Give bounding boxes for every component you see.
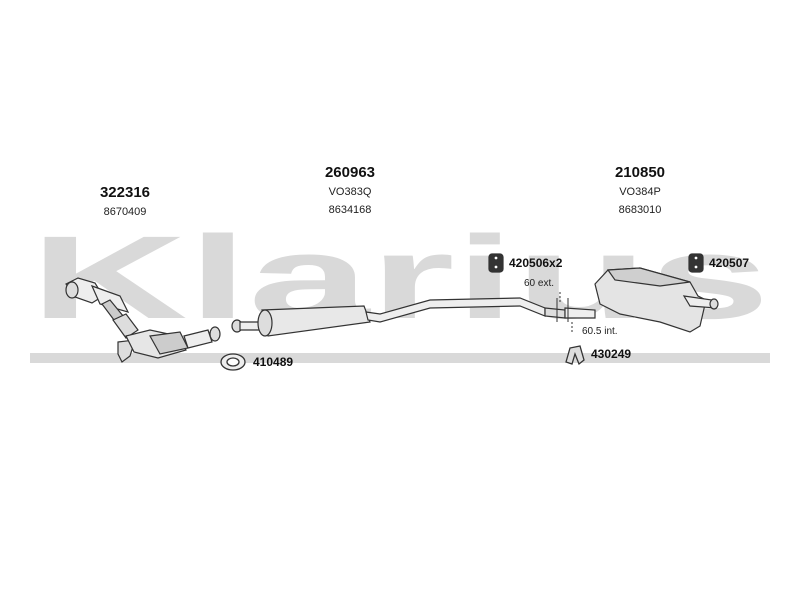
part-number-label: 210850 <box>614 164 666 181</box>
middle-silencer <box>231 297 566 337</box>
accessory-label: 430249 <box>591 347 632 361</box>
rubber-hanger-icon <box>688 253 704 273</box>
rear-silencer <box>564 267 719 333</box>
oe-code-label: VO384P <box>619 186 661 198</box>
oe-code-label: 8670409 <box>103 206 147 218</box>
accessory-label: 420506x2 <box>509 256 563 270</box>
gasket-icon <box>220 353 246 371</box>
oe-code-label: VO383Q <box>328 186 372 198</box>
pipe-joint-markers <box>556 292 573 332</box>
rubber-hanger-icon <box>488 253 504 273</box>
int-diameter-note: 60.5 int. <box>582 326 618 337</box>
part-number-label: 322316 <box>99 184 151 201</box>
accessory-label: 410489 <box>253 355 294 369</box>
part-number-label: 260963 <box>324 164 376 181</box>
ext-diameter-note: 60 ext. <box>524 278 555 289</box>
clamp-icon <box>565 345 585 366</box>
accessory-label: 420507 <box>709 256 750 270</box>
oe-code-label: 8683010 <box>618 204 662 216</box>
oe-code-label: 8634168 <box>328 204 372 216</box>
catalytic-converter-front-pipe <box>65 277 221 363</box>
